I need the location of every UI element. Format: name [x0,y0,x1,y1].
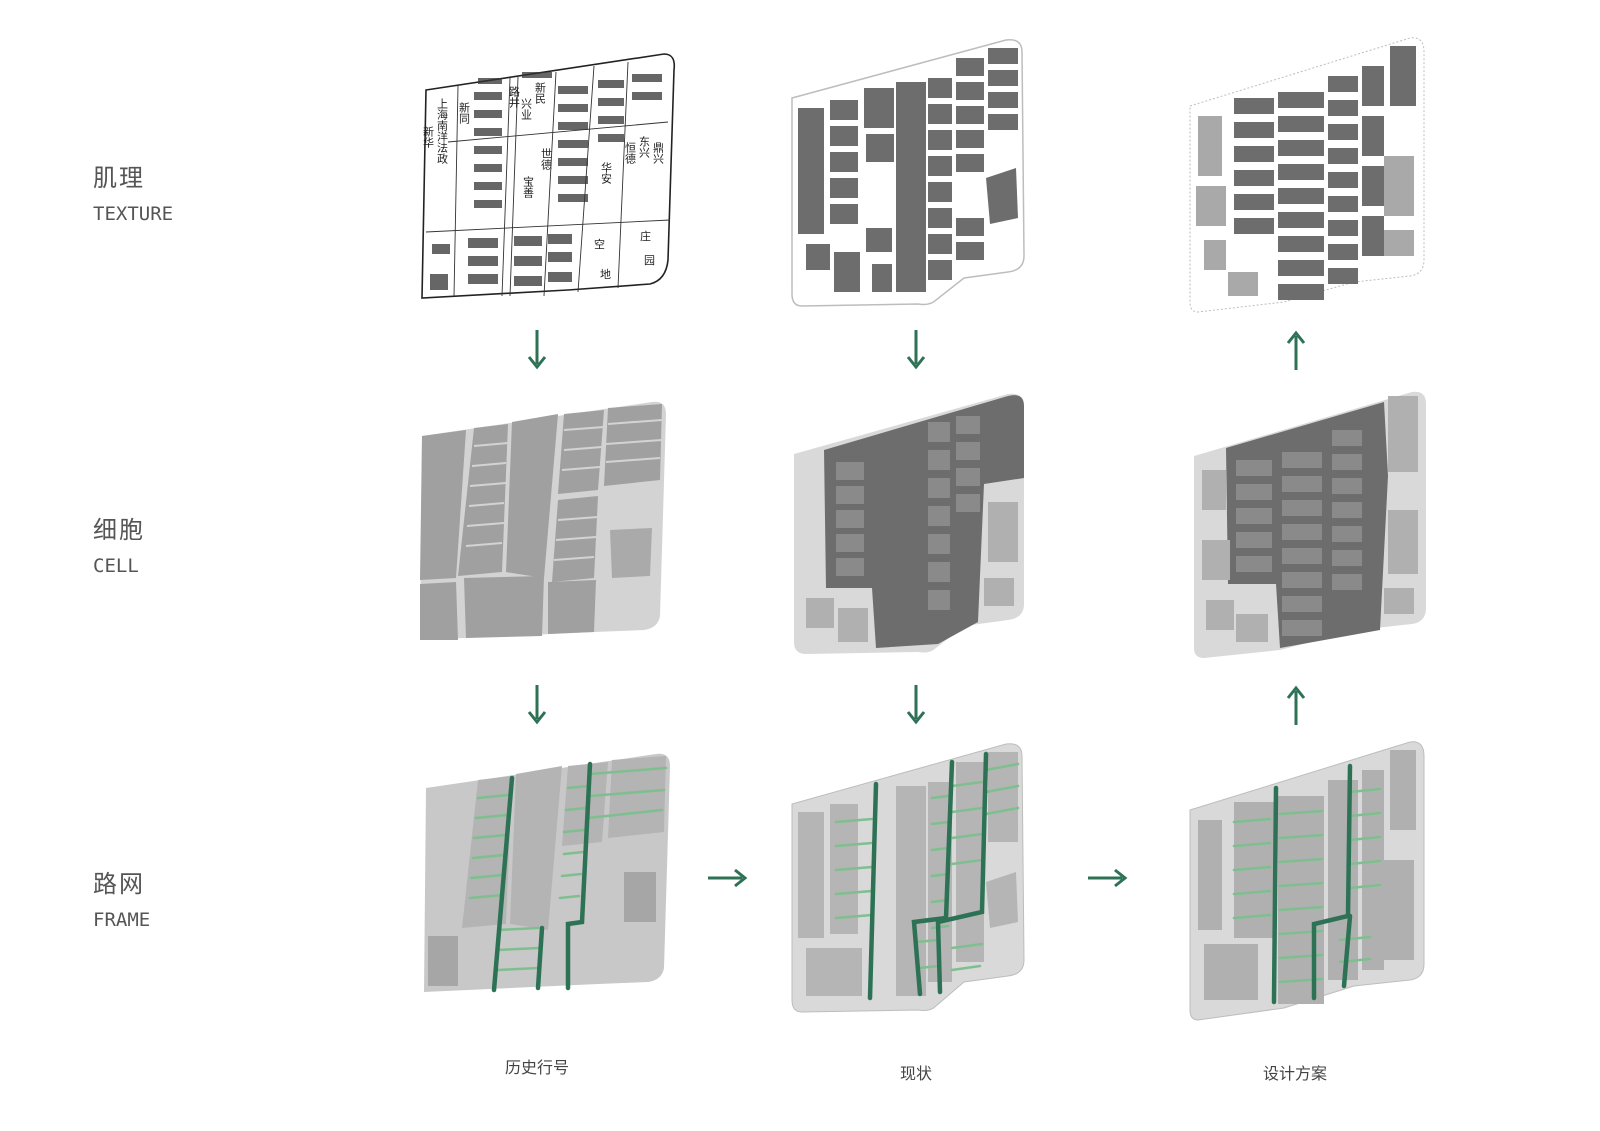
column-label-historic: 历史行号 [504,1058,570,1077]
map-text: 兴业 [520,98,533,120]
column-label-design: 设计方案 [1262,1064,1328,1083]
map-text: 新同 [458,101,471,125]
arrow-cell-texture-design [1286,330,1306,370]
row-label-cell: 细胞 CELL [93,510,145,577]
map-text: 路井 [508,86,521,109]
column-label-current: 现状 [899,1064,933,1083]
row-label-frame-en: FRAME [93,909,151,931]
panel-texture-historic: 上海南洋法政 新华 新同 路井 兴业 新民 世德 宝善 华安 东兴 恒德 鼎兴 … [421,53,676,299]
row-label-texture: 肌理 TEXTURE [93,158,173,225]
row-label-cell-en: CELL [93,555,139,577]
arrow-frame-cell-design [1286,685,1306,725]
panel-texture-design [1189,37,1425,313]
panel-cell-historic [420,401,666,640]
row-label-texture-zh: 肌理 [93,164,145,192]
panel-texture-current [791,39,1025,307]
map-text: 园 [644,254,655,267]
map-text: 庄 [640,229,651,243]
arrow-cell-frame-historic [527,685,547,725]
map-text: 空 [594,237,605,251]
row-label-cell-zh: 细胞 [93,516,145,544]
panel-cell-current [794,393,1024,654]
panel-cell-design [1194,391,1426,658]
arrow-frame-historic-current [708,868,748,888]
map-text: 宝善 [522,175,535,199]
panel-frame-design [1189,741,1425,1021]
arrow-frame-current-design [1088,868,1128,888]
map-text: 世德 [540,148,553,171]
map-text: 地 [600,268,611,281]
map-text: 恒德 [624,142,637,165]
map-text: 新华 [422,125,435,148]
panel-frame-current [791,743,1025,1013]
panel-frame-historic [424,753,670,993]
row-label-frame: 路网 FRAME [93,864,150,931]
row-label-frame-zh: 路网 [93,870,145,898]
map-text: 上海南洋法政 [436,98,449,165]
arrow-cell-frame-current [906,685,926,725]
map-text: 华安 [600,161,613,185]
row-label-texture-en: TEXTURE [93,203,174,225]
map-text: 东兴 [638,136,651,158]
arrow-texture-cell-current [906,330,926,370]
arrow-texture-cell-historic [527,330,547,370]
map-text: 新民 [534,81,547,105]
map-text: 鼎兴 [652,142,665,164]
